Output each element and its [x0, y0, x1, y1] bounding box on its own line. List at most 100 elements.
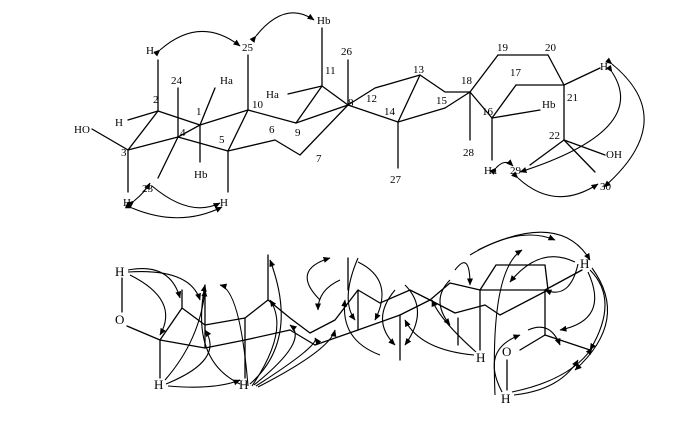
- noe-arrow: [341, 299, 381, 356]
- hydroxyl-label: HO: [74, 124, 90, 136]
- noe-arrow: [219, 283, 249, 387]
- noe-arrow: [489, 159, 514, 175]
- hydrogen-label: Hb: [542, 99, 556, 111]
- noe-arrow: [257, 329, 337, 388]
- noe-arrow: [127, 271, 201, 301]
- c-number: 21: [567, 92, 578, 104]
- hydrogen-label: Ha: [266, 89, 279, 101]
- noe-arrow: [306, 256, 331, 301]
- hydroxyl-label: OH: [606, 149, 622, 161]
- c-number: 18: [461, 75, 473, 87]
- c-number: 20: [545, 42, 557, 54]
- noe-arrow: [511, 347, 593, 393]
- noe-arrow: [404, 319, 475, 356]
- hydrogen-label: Ha: [484, 165, 497, 177]
- noe-arrow: [127, 182, 151, 208]
- c-number: 19: [497, 42, 509, 54]
- noe-arrow: [589, 269, 606, 351]
- c-number: 29: [510, 165, 522, 177]
- noe-arrow: [454, 262, 473, 286]
- noe-arrow: [129, 274, 167, 336]
- c-number: 10: [252, 99, 264, 111]
- hydrogen-label: Ha: [220, 75, 233, 87]
- c-number: 1: [196, 106, 202, 118]
- c-number: 6: [269, 124, 275, 136]
- noe-arrow: [347, 257, 359, 321]
- hydrogen-label: Hb: [194, 169, 208, 181]
- noe-arrow: [431, 299, 477, 353]
- noe-arrow: [251, 299, 278, 387]
- noe-arrow: [519, 64, 622, 173]
- c-number: 14: [384, 106, 396, 118]
- hydrogen-label: H: [115, 117, 123, 129]
- oxygen-label: O: [115, 312, 124, 327]
- c-number: 28: [463, 147, 475, 159]
- noe-arrow: [544, 263, 579, 296]
- noe-arrow: [493, 334, 521, 393]
- hydrogen-label: H: [220, 197, 228, 209]
- bottom-noe-arrows: [127, 231, 609, 396]
- c-number: 26: [341, 46, 353, 58]
- c-number: 11: [325, 65, 336, 77]
- noe-arrow: [315, 279, 341, 311]
- oxygen-label: O: [502, 344, 511, 359]
- c-number: 3: [121, 147, 127, 159]
- noe-arrow: [200, 284, 241, 385]
- bottom-structure: H O H H H H O H: [115, 231, 609, 406]
- noe-arrow: [164, 289, 208, 381]
- c-number: 12: [366, 93, 377, 105]
- hydrogen-label: H: [501, 391, 510, 406]
- c-number: 24: [171, 75, 183, 87]
- hydrogen-label: H: [123, 197, 131, 209]
- top-bonds: [91, 27, 606, 193]
- noe-arrow: [527, 326, 561, 346]
- c-number: 25: [242, 42, 254, 54]
- bottom-bonds: [121, 254, 591, 391]
- noe-arrow: [249, 12, 315, 43]
- c-number: 5: [219, 134, 225, 146]
- hydrogen-label: H: [154, 377, 163, 392]
- noe-arrow: [559, 271, 596, 332]
- hydrogen-label: H: [600, 61, 608, 73]
- top-noe-arrows: [124, 12, 645, 219]
- noe-arrow: [493, 249, 523, 396]
- top-structure: 1 2 3 4 5 6 7 8 9 10 11 12 13 14 15 16 1…: [74, 12, 645, 219]
- noe-arrow: [167, 379, 241, 388]
- noe-arrow: [603, 57, 645, 188]
- c-number: 27: [390, 174, 402, 186]
- hydrogen-label: H: [146, 45, 154, 57]
- noe-arrow: [574, 267, 609, 371]
- hydrogen-label: H: [239, 377, 248, 392]
- noe-arrow: [511, 171, 599, 198]
- bottom-atom-labels: H O H H H H O H: [115, 256, 589, 406]
- hydrogen-label: H: [476, 350, 485, 365]
- noe-arrow: [382, 289, 396, 346]
- c-number: 16: [482, 106, 494, 118]
- noe-arrow: [255, 337, 322, 387]
- hydrogen-label: H: [115, 264, 124, 279]
- c-number: 22: [549, 130, 560, 142]
- noe-arrow: [127, 268, 182, 299]
- c-number: 13: [413, 64, 425, 76]
- c-number: 2: [153, 94, 159, 106]
- hydrogen-label: H: [580, 256, 589, 271]
- hydrogen-label: Hb: [317, 15, 331, 27]
- noe-arrow: [509, 256, 576, 283]
- c-number: 17: [510, 67, 522, 79]
- noe-arrow: [469, 234, 556, 256]
- noe-arrow: [404, 284, 418, 346]
- noe-arrow: [165, 329, 212, 385]
- noe-arrow: [357, 261, 383, 321]
- noe-arrow: [124, 202, 223, 219]
- c-number: 7: [316, 153, 322, 165]
- noe-arrow: [153, 30, 241, 57]
- noe-arrow: [513, 359, 579, 396]
- c-number: 15: [436, 95, 448, 107]
- noe-arrow: [253, 324, 297, 386]
- noe-arrow: [151, 185, 221, 209]
- noe-arrow: [477, 231, 591, 261]
- c-number: 8: [348, 97, 354, 109]
- c-number: 9: [295, 127, 301, 139]
